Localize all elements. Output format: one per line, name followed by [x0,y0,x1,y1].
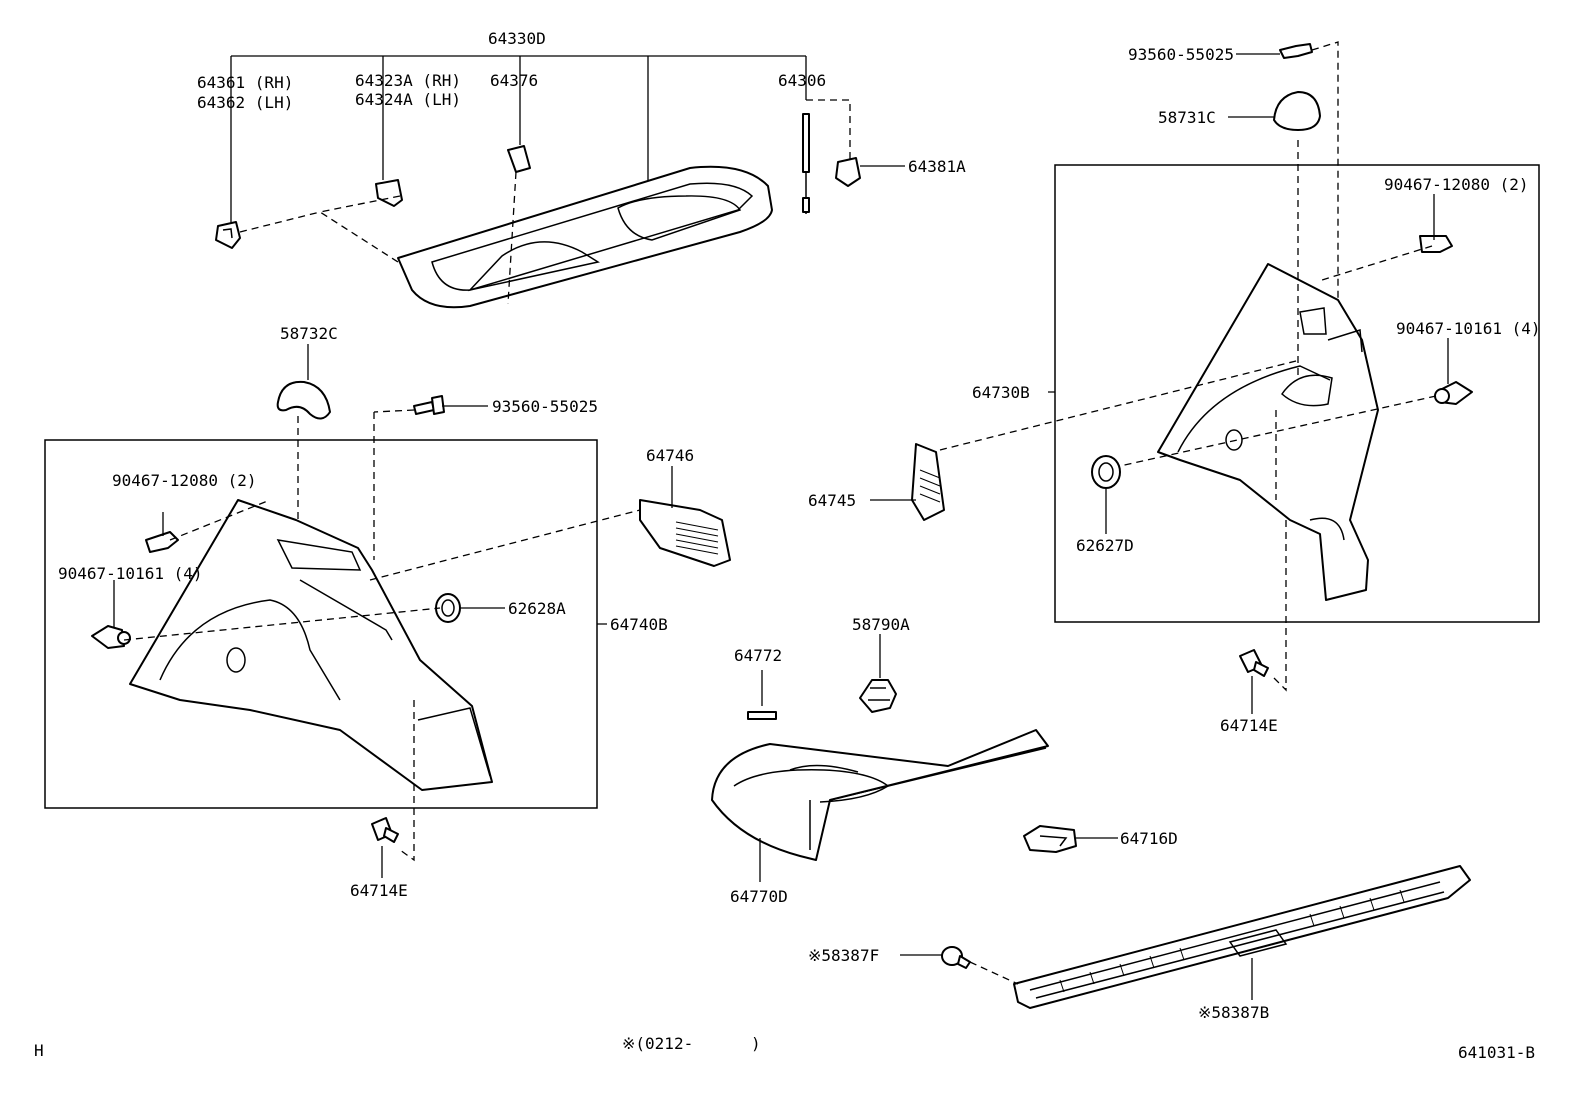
pin-90467-10161-right [1434,381,1473,405]
package-tray-panel [397,165,773,309]
label-64745: 64745 [808,491,856,510]
scuff-plate-ribs [1059,889,1405,993]
label-64381A: 64381A [908,157,966,176]
clip-64381A [835,157,861,187]
label-93560-55025-top: 93560-55025 [1128,45,1234,64]
fastener-64714E-right [1239,649,1269,677]
footer: H ※(0212- ) 641031-B [34,1034,1535,1062]
label-64714E-left: 64714E [350,881,408,900]
label-93560-55025-left: 93560-55025 [492,397,598,416]
label-90467-10161-right: 90467-10161 (4) [1396,319,1541,338]
clip-64716D [1023,825,1077,853]
scuff-plate-group [900,865,1471,1009]
footer-left-mark: H [34,1041,44,1060]
left-quarter-trim-group [44,344,731,878]
spare-tire-cover-64770D [711,729,1049,861]
screw-93560-top [1279,43,1313,59]
label-64772: 64772 [734,646,782,665]
label-64770D: 64770D [730,887,788,906]
grommet-62627D [1091,455,1121,489]
label-58790A: 58790A [852,615,910,634]
label-64376: 64376 [490,71,538,90]
label-62628A: 62628A [508,599,566,618]
cap-58732C [276,380,331,420]
label-58387F: ※58387F [808,946,879,965]
clip-90467-12080-left [145,531,179,553]
label-58732C: 58732C [280,324,338,343]
vent-cover-64746 [639,499,731,567]
package-tray-group [215,55,905,309]
right-quarter-trim-group [870,41,1540,714]
cap-58731C [1273,91,1321,131]
quarter-trim-panel-left [129,499,493,791]
label-58387B: ※58387B [1198,1003,1269,1022]
label-64746: 64746 [646,446,694,465]
pin-90467-10161-left [91,625,131,649]
clip-64361 [215,221,241,249]
label-64330D: 64330D [488,29,546,48]
fastener-64714E-left [371,817,399,843]
center-group [711,634,1118,882]
vent-cover-64745 [911,443,945,521]
label-90467-10161-left: 90467-10161 (4) [58,564,203,583]
label-64361: 64361 (RH) [197,73,293,92]
scuff-plate-58387B [1013,865,1471,1009]
clip-90467-12080-right [1419,235,1453,253]
part-labels: 64330D 64361 (RH) 64362 (LH) 64323A (RH)… [58,29,1541,1022]
label-64714E-right: 64714E [1220,716,1278,735]
clip-58387F [941,946,971,969]
tape-64772 [747,711,777,720]
label-64324A: 64324A (LH) [355,90,461,109]
diagram-code: 641031-B [1458,1043,1535,1062]
bracket-64323A [375,179,403,207]
label-64362: 64362 (LH) [197,93,293,112]
label-90467-12080-left: 90467-12080 (2) [112,471,257,490]
label-64323A: 64323A (RH) [355,71,461,90]
label-64740B: 64740B [610,615,668,634]
label-64730B: 64730B [972,383,1030,402]
quarter-trim-panel-right [1157,263,1379,601]
footer-note: ※(0212- ) [622,1034,761,1053]
screw-93560-left [413,395,445,415]
label-58731C: 58731C [1158,108,1216,127]
clip-64376 [507,145,531,173]
label-62627D: 62627D [1076,536,1134,555]
strap-64306 [802,113,810,173]
label-64306: 64306 [778,71,826,90]
label-90467-12080-right: 90467-12080 (2) [1384,175,1529,194]
label-64716D: 64716D [1120,829,1178,848]
clip-58790A [859,679,897,713]
